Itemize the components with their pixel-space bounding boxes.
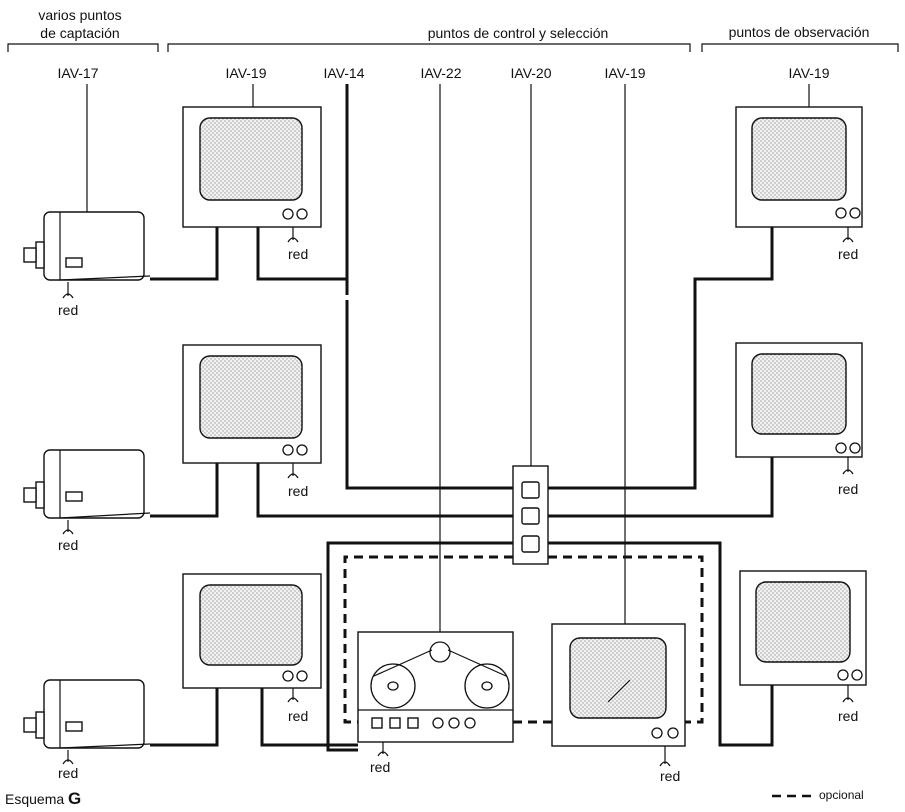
svg-text:red: red [838, 481, 858, 497]
network-ground: red [287, 227, 308, 262]
section-control-bracket [167, 43, 691, 52]
monitor-icon [739, 570, 867, 686]
monitor-icon [182, 344, 322, 464]
monitor-icon [735, 106, 863, 228]
caption-prefix: Esquema [5, 791, 65, 807]
svg-text:red: red [838, 708, 858, 724]
monitor-icon [182, 573, 322, 689]
svg-text:red: red [288, 483, 308, 499]
tape-recorder-icon [357, 631, 514, 743]
label-camera: IAV-17 [58, 65, 99, 81]
network-ground: red [838, 457, 858, 497]
network-ground: red [659, 746, 680, 784]
svg-text:red: red [288, 708, 308, 724]
svg-text:red: red [660, 768, 680, 784]
network-ground: red [58, 520, 78, 553]
svg-text:red: red [58, 302, 78, 318]
svg-text:red: red [58, 765, 78, 781]
legend-optional: opcional [819, 788, 864, 802]
section-capture-subtitle: de captación [40, 25, 119, 41]
section-observation-bracket [701, 43, 899, 52]
camera-icon [23, 211, 151, 281]
label-monitor-center: IAV-19 [605, 65, 646, 81]
label-cable: IAV-14 [324, 65, 365, 81]
diagram-caption: Esquema G [5, 789, 81, 809]
camera-icon [23, 679, 151, 749]
caption-letter: G [68, 789, 82, 808]
label-monitor-right: IAV-19 [789, 65, 830, 81]
network-ground: red [838, 227, 858, 262]
switcher-icon [512, 465, 549, 565]
label-recorder: IAV-22 [421, 65, 462, 81]
svg-text:red: red [288, 246, 308, 262]
network-ground: red [370, 742, 390, 775]
signal-cables [150, 227, 774, 752]
camera-icon [23, 449, 151, 519]
network-ground: red [287, 688, 308, 724]
svg-text:red: red [838, 246, 858, 262]
svg-text:red: red [370, 759, 390, 775]
section-control-title: puntos de control y selección [428, 25, 609, 41]
section-observation-title: puntos de observación [729, 24, 870, 40]
section-capture-bracket [7, 43, 159, 52]
svg-text:red: red [58, 537, 78, 553]
monitor-icon [182, 106, 322, 228]
label-monitor-left: IAV-19 [226, 65, 267, 81]
network-ground: red [58, 750, 78, 781]
network-ground: red [838, 685, 858, 724]
monitor-icon [735, 342, 863, 458]
network-ground: red [287, 463, 308, 499]
monitor-icon [551, 623, 686, 747]
section-capture-title: varios puntos [38, 7, 121, 23]
label-switcher: IAV-20 [511, 65, 552, 81]
network-ground: red [58, 282, 78, 318]
